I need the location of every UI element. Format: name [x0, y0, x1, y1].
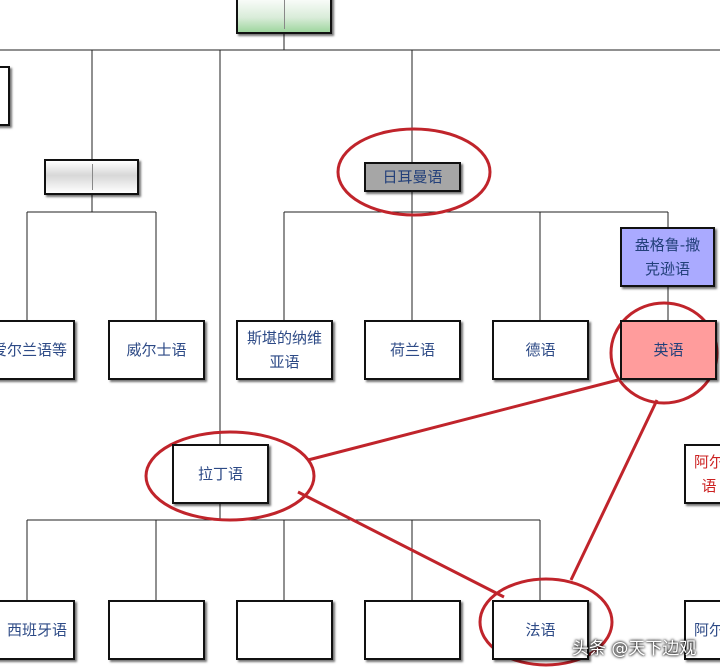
highlight-circle-english: [609, 301, 719, 405]
left-edge-node: [0, 66, 10, 126]
spanish-node: 西班牙语: [0, 600, 75, 660]
anglo-saxon-node: 盎格鲁-撒 克逊语: [620, 227, 715, 287]
root-node: [236, 0, 332, 34]
link-latin-french: [297, 490, 505, 599]
romance-node-blank-1: [108, 600, 205, 660]
latin-node: 拉丁语: [172, 444, 269, 504]
welsh-node: 威尔士语: [108, 320, 205, 380]
french-node: 法语: [492, 600, 589, 660]
celtic-node: [44, 159, 139, 195]
link-english-french: [569, 399, 659, 581]
germanic-node: 日耳曼语: [364, 162, 461, 192]
highlight-circle-latin: [144, 430, 316, 522]
highlight-circle-germanic: [336, 127, 492, 217]
irish-node: 爱尔兰语等: [0, 320, 75, 380]
english-node: 英语: [620, 320, 717, 380]
romance-node-blank-3: [364, 600, 461, 660]
watermark: 头条 @天下边观: [572, 639, 697, 659]
albanian-node-partial: 阿尔 语: [684, 444, 720, 504]
link-english-latin: [307, 378, 619, 462]
dutch-node: 荷兰语: [364, 320, 461, 380]
german-node: 德语: [492, 320, 589, 380]
romance-node-blank-2: [236, 600, 333, 660]
scandinavian-node: 斯堪的纳维 亚语: [236, 320, 333, 380]
highlight-circle-french: [478, 577, 614, 667]
albanian-node-partial-bottom: 阿尔: [684, 600, 720, 660]
